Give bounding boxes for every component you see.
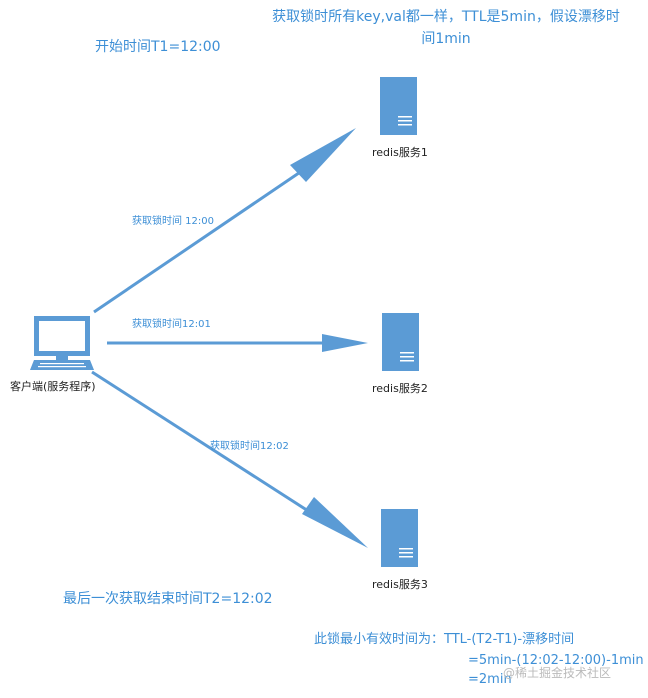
server-icon (382, 313, 419, 371)
formula-line-3: =2min (468, 672, 512, 687)
server-label-1: redis服务1 (372, 146, 428, 159)
watermark: @稀土掘金技术社区 (503, 666, 612, 680)
server-label-2: redis服务2 (372, 382, 428, 395)
start-time-label: 开始时间T1=12:00 (95, 39, 221, 55)
formula-line-2: =5min-(12:02-12:00)-1min (468, 653, 644, 668)
arrow-label-3: 获取锁时间12:02 (210, 441, 289, 452)
arrow-label-1: 获取锁时间 12:00 (132, 216, 214, 227)
server-label-3: redis服务3 (372, 578, 428, 591)
server-icon (380, 77, 417, 135)
arrow-to-server-1 (93, 128, 356, 314)
arrow-to-server-3 (91, 370, 368, 548)
top-note: 获取锁时所有key,val都一样，TTL是5min，假设漂移时间1min (272, 9, 620, 47)
formula-line-1: 此锁最小有效时间为：TTL-(T2-T1)-漂移时间 (314, 632, 575, 647)
arrow-to-server-2 (107, 334, 368, 352)
end-time-label: 最后一次获取结束时间T2=12:02 (63, 591, 273, 607)
client-label: 客户端(服务程序) (10, 380, 96, 393)
arrow-label-2: 获取锁时间12:01 (132, 319, 211, 330)
server-icon (381, 509, 418, 567)
computer-icon (30, 316, 94, 370)
